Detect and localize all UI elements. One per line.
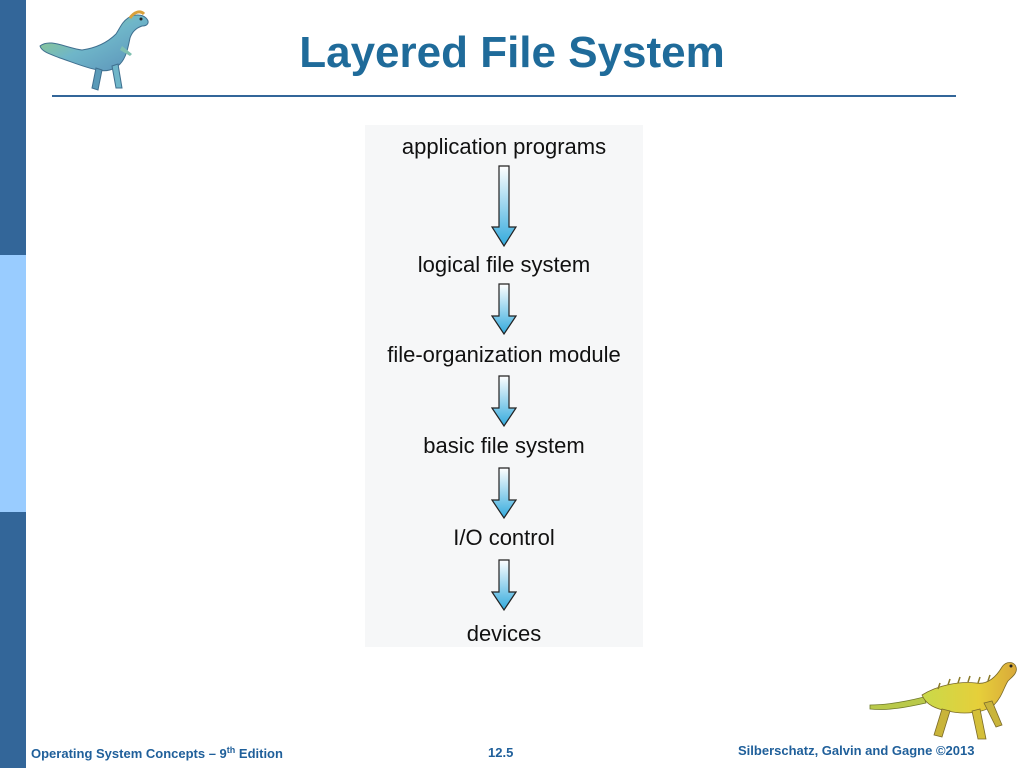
footer-edition-superscript: th (226, 745, 236, 755)
dinosaur-icon (39, 10, 149, 91)
footer-book-title: Operating System Concepts – 9th Edition (31, 745, 283, 761)
left-edge-bar-highlight (0, 255, 26, 512)
layered-file-system-diagram: application programs logical file system… (365, 125, 643, 647)
page-number: 12.5 (488, 745, 514, 760)
down-arrow-icon (491, 559, 517, 611)
slide-title: Layered File System (299, 28, 725, 77)
down-arrow-icon (491, 165, 517, 247)
dinosaur-icon (869, 662, 1017, 740)
layer-logical-file-system: logical file system (417, 252, 591, 277)
down-arrow-icon (491, 283, 517, 335)
layer-file-organization-module: file-organization module (387, 342, 621, 367)
footer-book-title-text: Operating System Concepts – 9 (31, 746, 227, 761)
footer-authors: Silberschatz, Galvin and Gagne ©2013 (738, 743, 975, 758)
title-divider (52, 95, 956, 97)
layer-application-programs: application programs (401, 134, 607, 159)
down-arrow-icon (491, 375, 517, 427)
footer-edition-text: Edition (235, 746, 283, 761)
down-arrow-icon (491, 467, 517, 519)
layer-io-control: I/O control (453, 525, 555, 550)
layer-devices: devices (466, 621, 542, 646)
layer-basic-file-system: basic file system (423, 433, 585, 458)
